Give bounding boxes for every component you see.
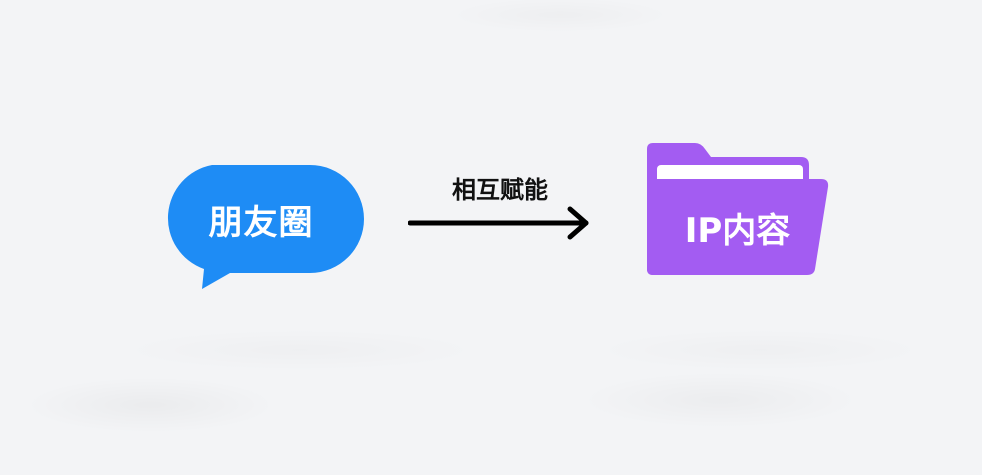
ip-content-node: IP内容	[645, 143, 830, 277]
moments-label: 朋友圈	[208, 202, 314, 243]
ip-content-label: IP内容	[684, 210, 791, 251]
moments-node: 朋友圈	[158, 165, 364, 289]
relation-label: 相互赋能	[452, 176, 548, 204]
speech-bubble-icon	[167, 165, 364, 289]
folder-icon	[647, 143, 829, 275]
right-arrow-icon	[408, 206, 589, 240]
